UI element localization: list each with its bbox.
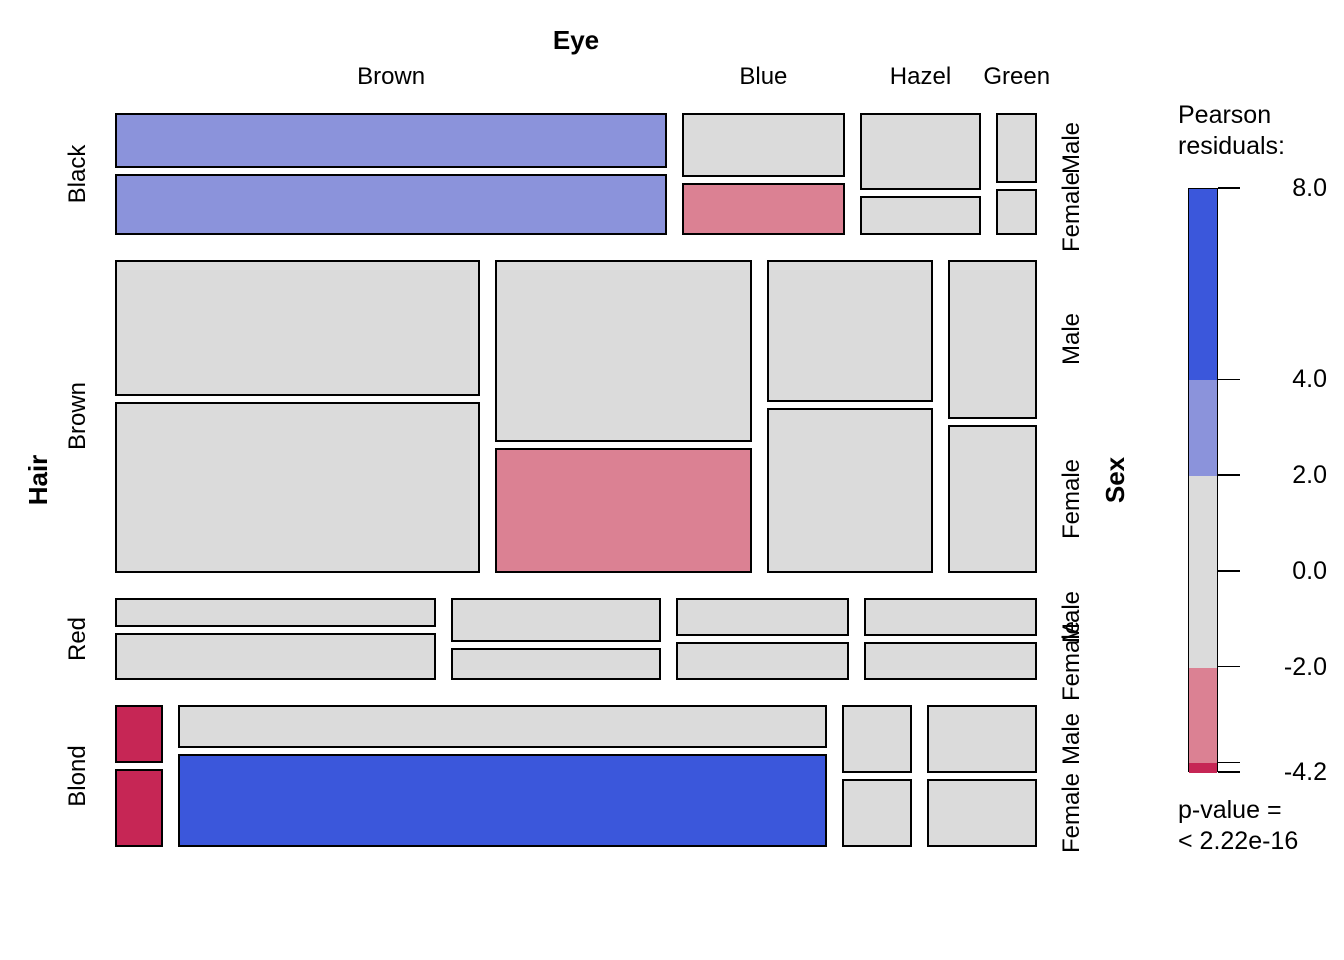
legend-tick-label: 2.0 [1292,461,1327,490]
sex-label-female-blond: Female [1058,772,1085,853]
legend-tick-mark [1218,474,1240,476]
legend-segment-neg_high [1189,763,1217,773]
hair-label-blond: Blond [64,745,91,807]
tile-red-hazel-female [676,641,850,680]
legend-segment-neutral [1189,476,1217,668]
tile-brown-blue-female [494,448,753,573]
tile-brown-brown-female [115,402,480,573]
tile-brown-brown-male [115,259,480,397]
tile-red-green-male [864,597,1037,636]
tile-black-brown-male [115,113,668,168]
tile-brown-hazel-male [767,259,934,402]
legend-pvalue-line1: p-value = [1178,796,1282,824]
sex-label-female-brown: Female [1058,458,1085,539]
legend-tick-mark [1218,665,1240,668]
hair-label-black: Black [64,144,91,204]
tile-blond-brown-male [115,704,164,764]
tile-black-green-female [996,188,1037,235]
legend-segment-pos_high [1189,189,1217,381]
eye-label-green: Green [983,63,1051,90]
sex-label-female-black: Female [1058,171,1085,252]
legend-tick-mark [1218,570,1240,572]
tile-black-blue-male [682,113,845,177]
legend-title: Pearson residuals: [1178,100,1285,162]
hair-label-red: Red [64,616,91,661]
eye-label-blue: Blue [739,63,788,90]
legend-tick-mark [1218,761,1240,764]
legend-tick-mark [1218,187,1240,189]
legend-title-line2: residuals: [1178,132,1285,160]
sex-label-male-black: Male [1058,121,1085,174]
tile-blond-blue-male [178,704,828,749]
tile-brown-green-male [948,259,1037,419]
tile-brown-green-female [948,424,1037,573]
hair-label-brown: Brown [64,382,91,451]
eye-label-brown: Brown [357,63,426,90]
legend-tick-label: 8.0 [1292,174,1327,202]
tile-red-blue-male [451,597,662,643]
tile-blond-green-male [926,704,1037,773]
legend-tick-mark [1218,378,1240,381]
tile-black-green-male [996,113,1037,183]
legend-title-line1: Pearson [1178,101,1272,129]
tile-blond-hazel-female [842,778,912,847]
tile-brown-blue-male [494,259,753,443]
legend-segment-neg_low [1189,667,1217,764]
tile-black-blue-female [682,182,845,235]
legend-tick-mark [1218,771,1240,773]
sex-label-female-red: Female [1058,620,1085,701]
legend-segment-pos_low [1189,380,1217,477]
tile-blond-blue-female [178,754,828,847]
tile-blond-green-female [926,778,1037,847]
tile-red-brown-male [115,597,437,627]
tile-black-brown-female [115,173,668,235]
sex-label-male-brown: Male [1058,313,1085,366]
legend-tick-label: -2.0 [1283,652,1327,681]
tile-red-green-female [864,641,1037,680]
tile-red-brown-female [115,632,437,680]
sex-axis-title: Sex [1100,456,1130,504]
tile-brown-hazel-female [767,407,934,573]
eye-label-hazel: Hazel [889,63,952,90]
legend-pvalue-line2: < 2.22e-16 [1178,827,1299,855]
eye-axis-title: Eye [552,25,600,55]
legend-tick-label: -4.2 [1283,758,1327,786]
legend-pvalue: p-value = < 2.22e-16 [1178,795,1298,857]
legend-tick-label: 4.0 [1292,365,1327,394]
tile-red-blue-female [451,648,662,680]
legend-color-bar [1188,188,1218,773]
tile-blond-hazel-male [842,704,912,773]
hair-axis-title: Hair [23,454,53,506]
tile-black-hazel-female [859,196,982,235]
tile-red-hazel-male [676,597,850,636]
tile-black-hazel-male [859,113,982,191]
legend-tick-label: 0.0 [1292,556,1327,585]
sex-label-male-blond: Male [1058,712,1085,765]
tile-blond-brown-female [115,769,164,847]
